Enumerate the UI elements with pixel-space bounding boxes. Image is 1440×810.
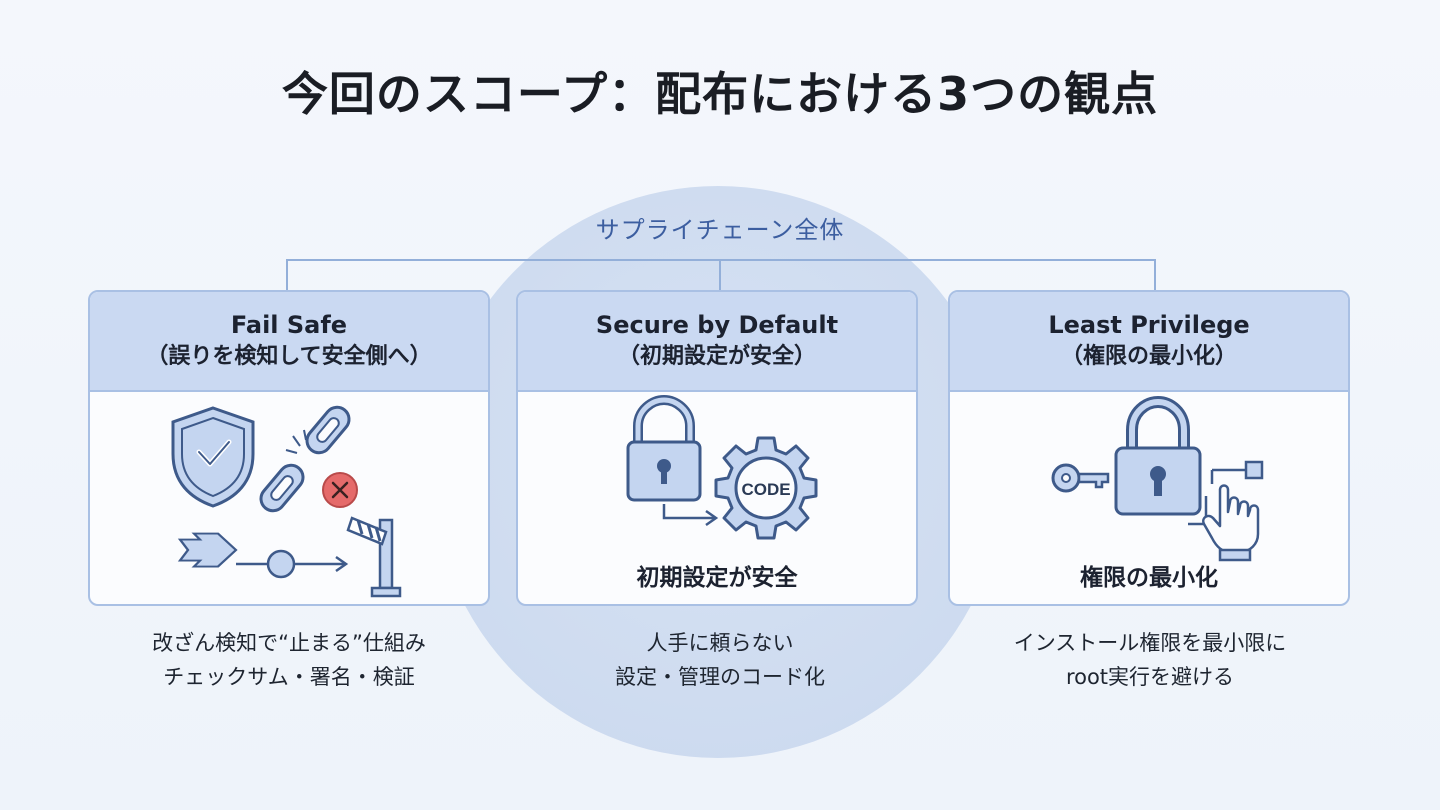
- connector-center: [719, 259, 721, 291]
- card-header: Secure by Default （初期設定が安全）: [518, 292, 916, 392]
- padlock-icon: [626, 394, 702, 502]
- desc-least-privilege: インストール権限を最小限に root実行を避ける: [940, 626, 1360, 694]
- connector-right: [1154, 259, 1156, 291]
- card-header: Least Privilege （権限の最小化）: [950, 292, 1348, 392]
- card-title: Secure by Default: [595, 311, 839, 339]
- card-caption: 権限の最小化: [1080, 565, 1218, 591]
- card-body: 権限の最小化: [950, 392, 1348, 604]
- desc-fail-safe: 改ざん検知で“止まる”仕組み チェックサム・署名・検証: [79, 626, 499, 694]
- key-icon: [1051, 463, 1110, 493]
- card-fail-safe: Fail Safe （誤りを検知して安全側へ）: [88, 290, 490, 606]
- gear-code-text: CODE: [741, 480, 790, 499]
- card-subtitle: （誤りを検知して安全側へ）: [146, 344, 432, 369]
- card-title: Fail Safe: [230, 311, 348, 339]
- card-subtitle: （権限の最小化）: [1060, 344, 1237, 369]
- barrier-gate-icon: [346, 516, 402, 598]
- desc-secure-by-default: 人手に頼らない 設定・管理のコード化: [510, 626, 930, 694]
- arrow-icon: [662, 504, 719, 527]
- card-body: CODE 初期設定が安全: [518, 392, 916, 604]
- card-header: Fail Safe （誤りを検知して安全側へ）: [90, 292, 488, 392]
- shield-check-icon: [171, 406, 255, 508]
- hand-pointer-icon: [1188, 460, 1264, 562]
- desc-line: root実行を避ける: [1065, 665, 1235, 689]
- card-body: [90, 392, 488, 604]
- connector-horizontal: [286, 259, 1156, 261]
- error-x-icon: [322, 472, 358, 508]
- desc-line: 改ざん検知で“止まる”仕組み: [152, 631, 426, 655]
- padlock-icon: [1114, 395, 1202, 516]
- page-title: 今回のスコープ：配布における3つの観点: [281, 67, 1159, 121]
- card-least-privilege: Least Privilege （権限の最小化）: [948, 290, 1350, 606]
- desc-line: 人手に頼らない: [646, 631, 794, 655]
- card-subtitle: （初期設定が安全）: [617, 344, 816, 369]
- gear-icon: CODE: [714, 436, 818, 540]
- desc-line: インストール権限を最小限に: [1013, 631, 1287, 655]
- card-caption: 初期設定が安全: [636, 565, 798, 591]
- desc-line: 設定・管理のコード化: [615, 665, 825, 689]
- card-secure-by-default: Secure by Default （初期設定が安全） CODE: [516, 290, 918, 606]
- desc-line: チェックサム・署名・検証: [163, 665, 415, 689]
- scope-label: サプライチェーン全体: [595, 216, 845, 244]
- broken-chain-icon: [259, 405, 351, 513]
- arrow-icon: [177, 532, 349, 579]
- card-title: Least Privilege: [1048, 311, 1250, 339]
- connector-left: [286, 259, 288, 291]
